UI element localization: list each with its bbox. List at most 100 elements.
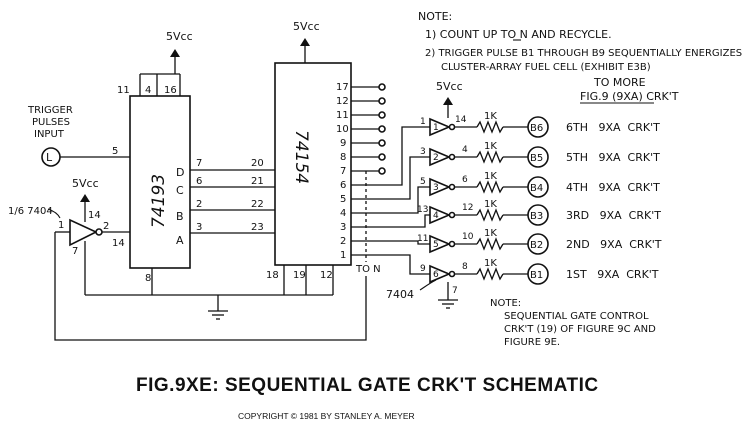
stage-3-text: 3RD 9XA CRK'T: [566, 209, 661, 222]
wire-out1-stage1: [351, 254, 430, 275]
note-header: NOTE:: [418, 10, 452, 23]
stage-1-cell: [527, 263, 549, 285]
decoder-chip-body: [274, 62, 352, 266]
dec-out-12: 12: [336, 96, 349, 107]
note-line-1: 1) COUNT UP TO N AND RECYCLE.: [425, 28, 612, 41]
stage-3-cell: [527, 204, 549, 226]
stage-3-resistor: [476, 208, 504, 222]
bus-c-pin: 6: [196, 176, 202, 187]
stage-6-text: 6TH 9XA CRK'T: [566, 121, 660, 134]
decoder-in-22: 22: [251, 199, 264, 210]
stage-2-in-pin: 11: [417, 234, 428, 244]
stage-4: 5 3 6 1K B4 4TH 9XA CRK'T: [420, 171, 660, 198]
stage-4-text: 4TH 9XA CRK'T: [566, 181, 660, 194]
counter-pin-11: 11: [117, 85, 130, 96]
bottom-note-header: NOTE:: [490, 298, 521, 309]
stage-6-gate: [429, 117, 452, 137]
dec-out-10: 10: [336, 124, 349, 135]
stage-2-res-label: 1K: [484, 228, 497, 239]
stage-4-resistor: [476, 180, 504, 194]
wire-out5-stage5: [351, 156, 430, 200]
dec-out-17: 17: [336, 82, 349, 93]
counter-out-d: D: [176, 166, 184, 179]
stage-6: 1 1 14 1K B6 6TH 9XA CRK'T: [420, 111, 660, 138]
buffers-pointer: [419, 279, 437, 291]
stage-1-gate-num: 6: [433, 270, 439, 280]
stage-4-in-pin: 5: [420, 177, 426, 187]
stage-3-out-pin: 12: [462, 203, 473, 213]
buffer-stages: 5Vcc 1 1 14 1K B6 6TH 9XA CRK'T 3 2 4: [386, 80, 662, 309]
counter-out-c: C: [176, 184, 184, 197]
counter-out-a: A: [176, 234, 184, 247]
bottom-note-2: CRK'T (19) OF FIGURE 9C AND: [504, 324, 656, 335]
inverter-7404: 1/6 7404 5Vcc 14 2 7 1: [8, 177, 367, 341]
stage-6-cell-label: B6: [530, 123, 543, 134]
note-line-2b: CLUSTER-ARRAY FUEL CELL (EXHIBIT E3B): [441, 62, 651, 73]
bottom-note-1: SEQUENTIAL GATE CONTROL: [504, 311, 649, 322]
up-pin: 5: [112, 146, 118, 157]
stage-5: 3 2 4 1K B5 5TH 9XA CRK'T: [420, 141, 660, 168]
stage-2-gate: [429, 234, 452, 254]
stage-2-bubble: [448, 240, 456, 248]
stage-4-bubble: [448, 183, 456, 191]
stage-1-gate: [429, 264, 452, 284]
trigger-label-3: INPUT: [34, 129, 65, 140]
stage-5-gate-num: 2: [433, 153, 439, 163]
decoder-pin-12b: 12: [320, 270, 333, 281]
stage-5-bubble: [448, 153, 456, 161]
decoder-vcc-arrow: [300, 38, 310, 46]
stage-6-gate-num: 1: [433, 123, 439, 133]
stage-1-res-label: 1K: [484, 258, 497, 269]
counter-pin-16: 16: [164, 85, 177, 96]
to-n-label: TO N: [355, 264, 381, 275]
buffers-vcc-label: 5Vcc: [436, 80, 463, 93]
stage-1-resistor: [476, 267, 504, 281]
buffers-vcc-arrow: [443, 97, 453, 105]
dec-out-11: 11: [336, 110, 349, 121]
decoder-in-23: 23: [251, 222, 264, 233]
stage-1-text: 1ST 9XA CRK'T: [566, 268, 659, 281]
stage-1-out-pin: 8: [462, 262, 468, 272]
stage-4-cell: [527, 176, 549, 198]
stage-3-bubble: [448, 211, 456, 219]
dec-out-9: 9: [340, 138, 346, 149]
stage-3-cell-label: B3: [530, 211, 543, 222]
stage-5-text: 5TH 9XA CRK'T: [566, 151, 660, 164]
stage-5-in-pin: 3: [420, 147, 426, 157]
dec-out-7: 7: [340, 166, 346, 177]
inverter-bubble: [95, 228, 103, 236]
inverter-pointer: [47, 208, 61, 219]
bus-a-pin: 3: [196, 222, 202, 233]
stage-2-cell-label: B2: [530, 240, 543, 251]
dec-out-2: 2: [340, 236, 346, 247]
stage-4-cell-label: B4: [530, 183, 543, 194]
wire-out4-stage4: [351, 186, 430, 214]
inverter-vcc-arrow: [80, 194, 90, 202]
stage-2-gate-num: 5: [433, 240, 439, 250]
dec-out-1: 1: [340, 250, 346, 261]
bottom-note-3: FIGURE 9E.: [504, 337, 560, 348]
inverter-pin-14: 14: [88, 210, 101, 221]
decoder-to-buffer-wires: [351, 126, 430, 275]
ground-bus: [84, 258, 333, 320]
counter-pin-14: 14: [112, 238, 125, 249]
stage-6-cell: [527, 116, 549, 138]
decoder-pin-18: 18: [266, 270, 279, 281]
stage-1: 9 6 8 1K B1 1ST 9XA CRK'T: [420, 258, 659, 285]
stage-6-in-pin: 1: [420, 117, 426, 127]
counter-vcc-label: 5Vcc: [166, 30, 193, 43]
stage-5-res-label: 1K: [484, 141, 497, 152]
stage-2-text: 2ND 9XA CRK'T: [566, 238, 662, 251]
trigger-label-2: PULSES: [32, 117, 70, 128]
stage-2-resistor: [476, 237, 504, 251]
stage-5-out-pin: 4: [462, 145, 468, 155]
stage-4-gate: [429, 177, 452, 197]
decoder-pin-19: 19: [293, 270, 306, 281]
stage-2-out-pin: 10: [462, 232, 474, 242]
stage-6-bubble: [448, 123, 456, 131]
stage-5-cell: [527, 146, 549, 168]
address-bus: 7 6 2 3 20 21 22 23: [190, 158, 275, 234]
decoder-74154: 5Vcc 74154 17 12 11 10 9 8 7 6 5 4 3 2 1…: [266, 20, 386, 295]
notes-block: NOTE: 1) COUNT UP TO N AND RECYCLE. 2) T…: [418, 10, 742, 104]
